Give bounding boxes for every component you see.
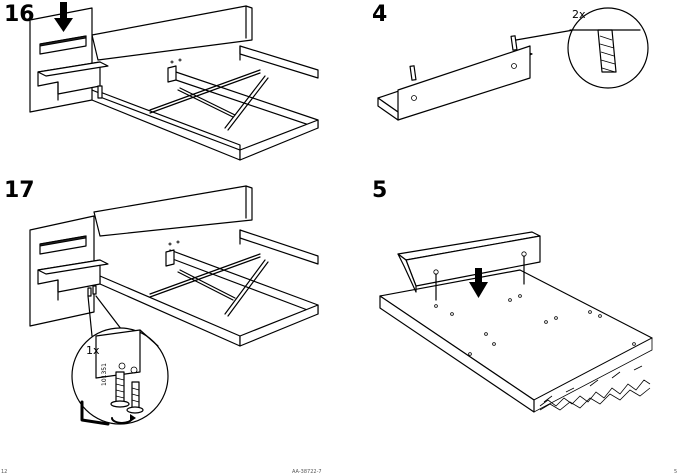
step-17-part-code: 101351 [101, 363, 108, 386]
footer-page-left: 12 [1, 469, 8, 475]
step-4-illustration: 2x [377, 7, 649, 121]
allen-key-icon [80, 400, 110, 426]
step-number-17: 17 [4, 178, 35, 203]
down-arrow-icon [54, 2, 73, 32]
footer-article-code: AA-38722-7 [292, 469, 322, 475]
particle-board-edge-pattern [539, 365, 651, 411]
step-4-quantity-label: 2x [572, 8, 586, 21]
step-17-illustration: 1x 101351 [29, 185, 319, 426]
screw-icon [110, 362, 144, 414]
step-17-quantity-label: 1x [86, 344, 100, 357]
step-number-5: 5 [372, 178, 388, 203]
down-arrow-icon [469, 268, 488, 298]
step-16-illustration [29, 2, 319, 161]
step-number-4: 4 [372, 2, 388, 27]
footer-page-right: 5 [674, 469, 678, 475]
